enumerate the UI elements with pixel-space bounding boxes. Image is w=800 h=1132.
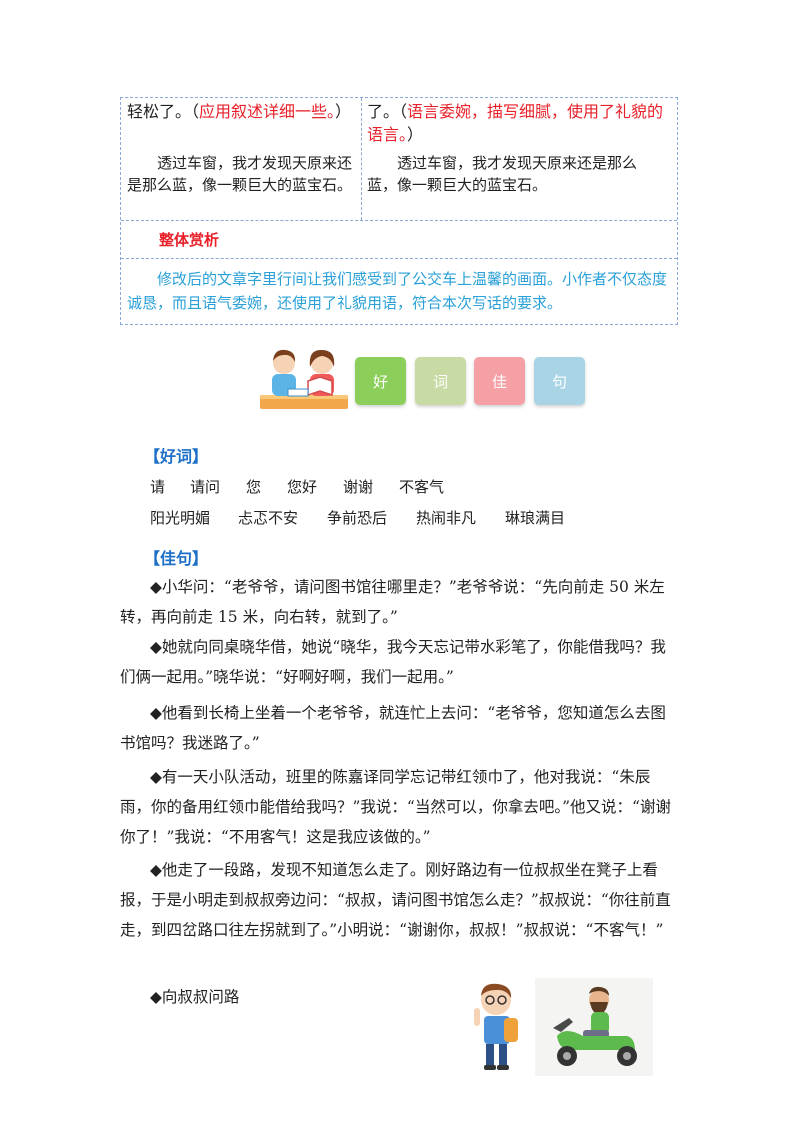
comparison-table: 轻松了。（应用叙述详细一些。） 了。（语言委婉，描写细腻，使用了礼貌的语言。） … [120, 97, 678, 325]
word-item: 阳光明媚 [150, 509, 211, 527]
sentence-item-6: ◆向叔叔问路 [150, 988, 240, 1006]
sentence-item-3: ◆他看到长椅上坐着一个老爷爷，就连忙上去问：“老爷爷，您知道怎么去图书馆吗？我迷… [120, 704, 666, 752]
table-divider-vertical [361, 98, 362, 220]
sentence-item-2: ◆她就向同桌晓华借，她说“晓华，我今天忘记带水彩笔了，你能借我吗？我们俩一起用。… [120, 638, 666, 686]
overall-text: 修改后的文章字里行间让我们感受到了公交车上温馨的画面。小作者不仅态度诚恳，而且语… [127, 270, 668, 312]
word-item: 忐忑不安 [238, 509, 299, 527]
good-words-heading: 【好词】 [144, 447, 209, 466]
boy-asking-illustration [474, 983, 518, 1070]
left-top-cell: 轻松了。（应用叙述详细一些。） [127, 102, 352, 121]
right-top-cell: 了。（语言委婉，描写细腻，使用了礼貌的语言。） [367, 102, 664, 144]
right-revised-sentence: 透过车窗，我才发现天原来还是那么蓝，像一颗巨大的蓝宝石。 [367, 154, 638, 194]
sentence-item-1: ◆小华问：“老爷爷，请问图书馆往哪里走？”老爷爷说：“先向前走 50 米左转，再… [120, 578, 665, 626]
table-divider-1 [121, 220, 677, 221]
tab-jia[interactable]: 佳 [474, 357, 525, 405]
sentence-item-5: ◆他走了一段路，发现不知道怎么走了。刚好路边有一位叔叔坐在凳子上看报，于是小明走… [120, 861, 671, 939]
overall-title: 整体赏析 [159, 231, 220, 249]
tab-ci[interactable]: 词 [415, 357, 466, 405]
left-revised-sentence: 透过车窗，我才发现天原来还是那么蓝，像一颗巨大的蓝宝石。 [127, 154, 353, 194]
word-item: 您好 [287, 478, 318, 496]
man-on-scooter-illustration [535, 978, 653, 1076]
word-item: 请 [150, 478, 166, 496]
tab-ju[interactable]: 句 [534, 357, 585, 405]
good-sentences-heading: 【佳句】 [144, 549, 209, 568]
word-item: 请问 [190, 478, 221, 496]
word-item: 琳琅满目 [505, 509, 566, 527]
table-divider-2 [121, 258, 677, 259]
sentence-item-4: ◆有一天小队活动，班里的陈嘉译同学忘记带红领巾了，他对我说：“朱辰雨，你的备用红… [120, 768, 671, 846]
word-item: 不客气 [399, 478, 445, 496]
word-item: 您 [246, 478, 262, 496]
word-item: 谢谢 [343, 478, 374, 496]
word-item: 争前恐后 [327, 509, 388, 527]
tab-hao[interactable]: 好 [355, 357, 406, 405]
reading-children-illustration [260, 349, 348, 409]
word-item: 热闹非凡 [416, 509, 477, 527]
